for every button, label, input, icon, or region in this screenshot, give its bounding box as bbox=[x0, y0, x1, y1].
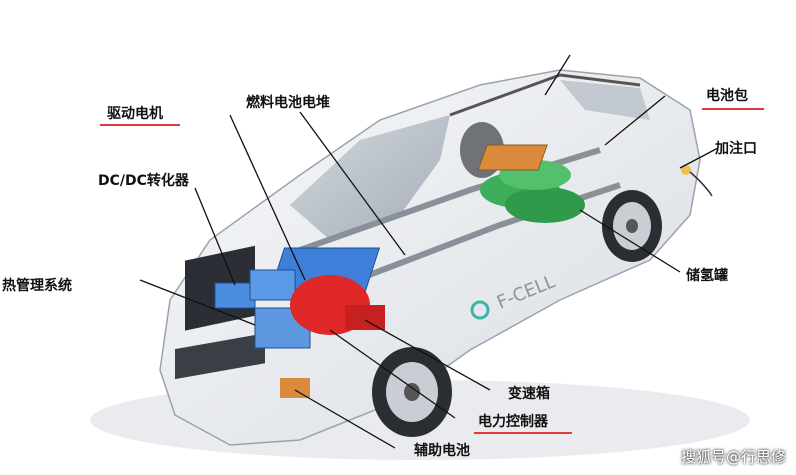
dcdc-converter-component bbox=[214, 282, 256, 309]
roof-line bbox=[449, 73, 641, 117]
underline-power-controller bbox=[474, 432, 572, 434]
filling-hose bbox=[689, 171, 713, 197]
watermark: 搜狐号@行思修 bbox=[680, 448, 786, 466]
label-fuel-cell-stack: 燃料电池电堆 bbox=[246, 95, 330, 111]
label-thermal-system: 热管理系统 bbox=[2, 278, 72, 294]
f-cell-logo bbox=[470, 300, 490, 320]
filling-port-component bbox=[681, 165, 691, 175]
drive-motor-component bbox=[249, 269, 296, 301]
label-filling-port: 加注口 bbox=[715, 141, 757, 157]
windshield bbox=[290, 115, 450, 240]
hydrogen-tank-component bbox=[480, 160, 585, 223]
label-gearbox: 变速箱 bbox=[508, 386, 550, 402]
label-dcdc-converter: DC/DC转化器 bbox=[98, 173, 189, 189]
battery-pack-component bbox=[477, 144, 548, 171]
front-wheel bbox=[372, 347, 452, 437]
underline-battery-pack bbox=[702, 108, 764, 110]
leader-lines bbox=[139, 54, 719, 449]
aux-battery-component bbox=[280, 378, 310, 398]
label-hydrogen-tank: 储氢罐 bbox=[686, 268, 728, 284]
label-power-controller: 电力控制器 bbox=[478, 414, 548, 430]
underline-drive-motor bbox=[100, 124, 180, 126]
gearbox-component bbox=[345, 305, 385, 330]
label-aux-battery: 辅助电池 bbox=[414, 443, 470, 459]
rear-window bbox=[560, 80, 650, 120]
label-battery-pack: 电池包 bbox=[706, 88, 748, 104]
front-grille bbox=[175, 245, 265, 380]
label-drive-motor: 驱动电机 bbox=[107, 106, 163, 122]
rear-wheel bbox=[602, 190, 662, 262]
